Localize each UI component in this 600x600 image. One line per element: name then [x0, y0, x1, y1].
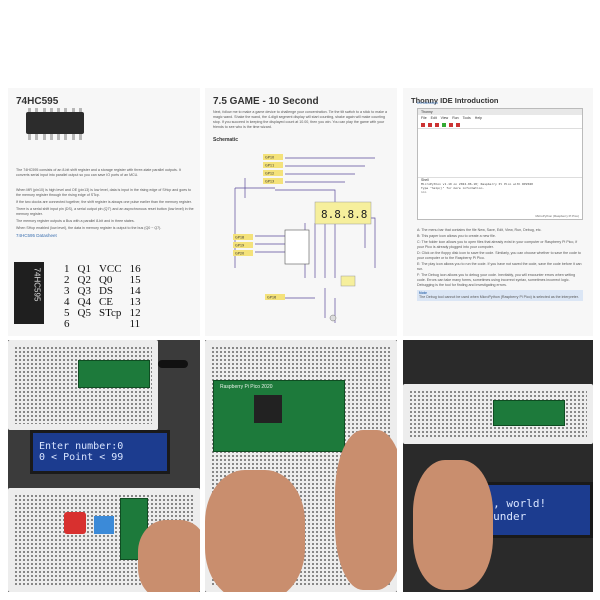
- menu-run[interactable]: Run: [452, 116, 459, 120]
- shell-output[interactable]: MicroPython v1.19 on 2022-06-18; Raspber…: [421, 182, 533, 194]
- list-item: C: The folder icon allows you to open fi…: [417, 240, 578, 249]
- display-digits: 8.8.8.8: [321, 208, 367, 221]
- toolbar: [418, 121, 582, 128]
- gp-text: GP11: [265, 164, 274, 168]
- page-title: 7.5 GAME - 10 Second: [213, 96, 319, 107]
- gp-text: GP13: [265, 180, 274, 184]
- blue-module: [94, 516, 114, 534]
- gp-label-5: [233, 242, 253, 248]
- photo-lcd-hello: hello, world! SunFounder: [403, 340, 593, 592]
- hand: [413, 460, 493, 590]
- list-item: E: The play icon allows you to run the c…: [417, 262, 582, 271]
- chip-page: 74HC595 The 74HC595 consists of an 8-bit…: [8, 88, 200, 336]
- code-editor[interactable]: [418, 128, 582, 177]
- window-title: Thonny: [418, 109, 582, 115]
- gp-text: GP18: [235, 236, 244, 240]
- page-title: 74HC595: [16, 96, 59, 107]
- list-item: A: The menu bar that contains the file N…: [417, 228, 542, 232]
- menu-file[interactable]: File: [421, 116, 427, 120]
- gp-text: GP19: [235, 244, 244, 248]
- pico-board: [493, 400, 565, 426]
- list-item: D: Click on the floppy disk icon to save…: [417, 251, 581, 260]
- game-page: 7.5 GAME - 10 Second Next, follow me to …: [205, 88, 397, 336]
- save-icon[interactable]: [435, 122, 439, 127]
- list-item: When MR (pin10) is high level and OE (pi…: [16, 188, 191, 197]
- ic-chip: [26, 112, 84, 134]
- new-file-icon[interactable]: [421, 122, 425, 127]
- dip-label: 74HC595: [32, 267, 42, 302]
- list-item: B: This paper icon allows you to create …: [417, 234, 496, 238]
- segment-display: [314, 201, 372, 225]
- note-box: Note The Debug tool cannot be used when …: [417, 290, 583, 301]
- menu-edit[interactable]: Edit: [430, 116, 437, 120]
- photo-lcd-number: Enter number:0 0 < Point < 99: [8, 340, 200, 592]
- gp-text: GP16: [267, 296, 276, 300]
- menu-bar: File Edit View Run Tools Help: [418, 115, 582, 121]
- ground-node: [329, 314, 337, 322]
- gp-text: GP20: [235, 252, 244, 256]
- stop-icon[interactable]: [456, 122, 460, 127]
- lcd-line-2: 0 < Point < 99: [39, 452, 124, 463]
- list-item: If the two clocks are connected together…: [16, 200, 192, 204]
- shift-register-ic: [284, 229, 310, 265]
- page-title: Thonny IDE Introduction: [411, 96, 499, 105]
- gp-label-1: [263, 162, 283, 168]
- section-subtitle: Introduction: [417, 100, 438, 105]
- list-item: There is a serial shift input pin (DS), …: [16, 207, 194, 216]
- pico-board: Raspberry Pi Pico 2020: [213, 380, 345, 452]
- hand-left: [205, 470, 305, 592]
- chip-photo: [8, 88, 200, 148]
- gp-label-4: [233, 234, 253, 240]
- gp-text: GP12: [265, 172, 274, 176]
- ide-page: Thonny IDE Introduction Introduction Tho…: [403, 88, 593, 336]
- board-text: Raspberry Pi Pico 2020: [220, 384, 273, 390]
- open-folder-icon[interactable]: [428, 122, 432, 127]
- red-button: [64, 512, 86, 534]
- schematic-diagram: GP10 GP11 GP12 GP13 GP18 GP19 GP20 GP16 …: [233, 154, 376, 323]
- hand-right: [335, 430, 397, 590]
- gp-label-0: [263, 154, 283, 160]
- bullet-list: When MR (pin10) is high level and OE (pi…: [16, 188, 194, 238]
- dip-package: 74HC595: [14, 262, 44, 324]
- rp2040-chip: [254, 395, 282, 423]
- gp-label-2: [263, 170, 283, 176]
- menu-view[interactable]: View: [440, 116, 449, 120]
- intro-text: The 74HC595 consists of an 8-bit shift r…: [16, 168, 181, 177]
- intro-text: Next, follow me to make a game device to…: [213, 110, 387, 129]
- lcd-display: Enter number:0 0 < Point < 99: [30, 430, 170, 474]
- hand: [138, 520, 200, 592]
- interpreter-status[interactable]: MicroPython (Raspberry Pi Pico): [535, 214, 579, 218]
- tilt-switch: [340, 275, 356, 287]
- list-item: When SHcp enabled (low level), the data …: [16, 226, 162, 230]
- breadboard: [8, 488, 200, 592]
- photo-pico-closeup: Raspberry Pi Pico 2020: [205, 340, 397, 592]
- list-item: The memory register outputs a Bus with a…: [16, 219, 135, 223]
- note-text: The Debug tool cannot be used when Micro…: [419, 295, 579, 299]
- datasheet-link[interactable]: 74HC595 Datasheet: [16, 233, 57, 238]
- gp-text: GP10: [265, 156, 274, 160]
- usb-cable: [158, 360, 188, 368]
- pico-board: [78, 360, 150, 388]
- list-item: F: The Debug icon allows you to debug yo…: [417, 273, 576, 287]
- menu-help[interactable]: Help: [474, 116, 482, 120]
- schematic-label: Schematic: [213, 137, 239, 143]
- menu-tools[interactable]: Tools: [462, 116, 471, 120]
- run-icon[interactable]: [442, 122, 446, 127]
- gp-label-3: [263, 178, 283, 184]
- gp-label-6: [233, 250, 253, 256]
- debug-icon[interactable]: [449, 122, 453, 127]
- lcd-line-1: Enter number:0: [39, 441, 124, 452]
- ide-items: A: The menu bar that contains the file N…: [417, 228, 583, 301]
- ide-window: Thonny File Edit View Run Tools Help She…: [417, 108, 583, 220]
- note-label: Note: [419, 291, 427, 295]
- shell-label: Shell: [418, 177, 582, 182]
- gp-label-7: [265, 294, 285, 300]
